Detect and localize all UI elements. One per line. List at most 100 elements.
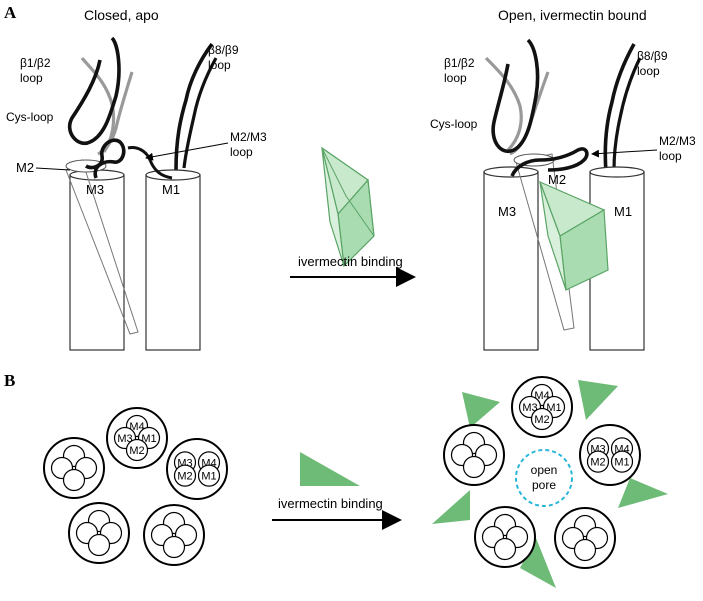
open-state-diagram: Open, ivermectin bound β1/β2 loop β8/β9 … — [430, 7, 696, 351]
open-title: Open, ivermectin bound — [498, 7, 647, 23]
helix-label: M2 — [590, 457, 605, 469]
helix-circle — [125, 438, 149, 462]
subunit-4 — [554, 507, 616, 569]
m1-cylinder-top — [145, 169, 201, 181]
b8b9-loop-strand — [182, 57, 218, 169]
helix-circle — [530, 407, 554, 431]
open-m2m3-label-line2: loop — [659, 149, 682, 163]
helix-circle — [462, 455, 486, 479]
m2m3-pointer — [145, 142, 229, 161]
m1-label: M1 — [162, 182, 180, 197]
m2m3-label-line1: M2/M3 — [230, 130, 267, 144]
open-m2-label: M2 — [548, 172, 566, 187]
helix-circle — [586, 450, 610, 473]
b1b2-label-line2: loop — [20, 71, 43, 85]
subunit-outline — [143, 504, 205, 566]
helix-circle — [610, 450, 634, 473]
m1-cylinder — [145, 174, 201, 351]
helix-label: M2 — [177, 471, 192, 483]
b8b9-loop — [174, 42, 214, 171]
helix-label: M2 — [534, 414, 549, 426]
b8b9-loop-grey — [97, 71, 134, 156]
helix-label: M2 — [129, 445, 144, 457]
helix-label: M4 — [129, 421, 144, 433]
subunit-4 — [143, 504, 205, 566]
open-m1-cylinder-top — [589, 166, 645, 178]
arrow-label-a: ivermectin binding — [298, 254, 403, 269]
open-b1b2-label-line1: β1/β2 — [444, 56, 475, 70]
helix-label: M1 — [201, 471, 216, 483]
helix-circle — [87, 533, 111, 557]
b8b9-label-line2: loop — [208, 58, 231, 72]
helix-label: M1 — [141, 433, 156, 445]
m2m3-loop — [85, 138, 126, 179]
subunit-outline — [68, 502, 130, 564]
subunit-2 — [43, 437, 105, 499]
helix-circle — [62, 468, 86, 492]
pore-label-line2: pore — [532, 478, 556, 492]
ivermectin-prism — [321, 146, 375, 268]
ivermectin-wedges — [432, 380, 668, 588]
open-m1-label: M1 — [614, 204, 632, 219]
closed-state-diagram: Closed, apo β1/β2 loop β8/β9 loop Cys-lo… — [6, 7, 267, 351]
arrow-label-b: ivermectin binding — [278, 496, 383, 511]
m2m3-label-line2: loop — [230, 145, 253, 159]
open-m2m3-pointer — [591, 149, 658, 158]
subunit-outline — [166, 438, 228, 500]
open-cys-loop-label: Cys-loop — [430, 117, 478, 131]
cys-loop-label: Cys-loop — [6, 110, 54, 124]
open-b8b9-label-line1: β8/β9 — [637, 49, 668, 63]
subunit-3 — [68, 502, 130, 564]
panel-b-letter: B — [4, 371, 15, 390]
helix-label: M4 — [534, 390, 549, 402]
ivermectin-wedge-4 — [520, 538, 556, 588]
open-m3-cylinder-top — [483, 166, 539, 178]
open-b8b9-label-line2: loop — [637, 64, 660, 78]
open-b1b2-loop-grey — [484, 56, 523, 152]
open-m3-cylinder — [483, 171, 539, 351]
cys-loop — [67, 36, 121, 146]
open-b1b2-label-line2: loop — [444, 71, 467, 85]
subunit-3 — [474, 506, 536, 568]
helix-circle — [197, 464, 221, 487]
b8b9-label-line1: β8/β9 — [208, 43, 239, 57]
pore-label-line1: open — [531, 463, 558, 477]
ivermectin-wedge-3 — [432, 490, 470, 524]
helix-circle — [162, 535, 186, 559]
ivermectin-wedge — [300, 452, 360, 486]
open-cys-loop — [491, 38, 540, 154]
helix-circle — [573, 538, 597, 562]
open-m2m3-label-line1: M2/M3 — [659, 134, 696, 148]
ivermectin-wedge-1 — [578, 380, 618, 420]
m2-pointer — [35, 167, 71, 171]
open-b8b9-loop — [603, 43, 636, 173]
subunit-outline — [554, 507, 616, 569]
subunit-outline — [474, 506, 536, 568]
helix-label: M3 — [522, 402, 537, 414]
subunit-outline — [106, 407, 168, 469]
open-b8b9-loop-strand — [612, 57, 642, 171]
open-pore-circle — [515, 449, 573, 507]
subunit-outline — [579, 424, 641, 486]
subunit-2 — [443, 424, 505, 486]
subunit-outline — [511, 376, 573, 438]
m2-label: M2 — [16, 160, 34, 175]
helix-circle — [173, 464, 197, 487]
ivermectin-wedge-2 — [618, 478, 668, 508]
helix-label: M3 — [117, 433, 132, 445]
open-m2m3-loop — [510, 147, 589, 177]
subunit-outline — [443, 424, 505, 486]
helix-circle — [493, 537, 517, 561]
helix-label: M1 — [614, 457, 629, 469]
closed-title: Closed, apo — [84, 7, 159, 23]
m3-label: M3 — [86, 182, 104, 197]
subunit-outline — [43, 437, 105, 499]
